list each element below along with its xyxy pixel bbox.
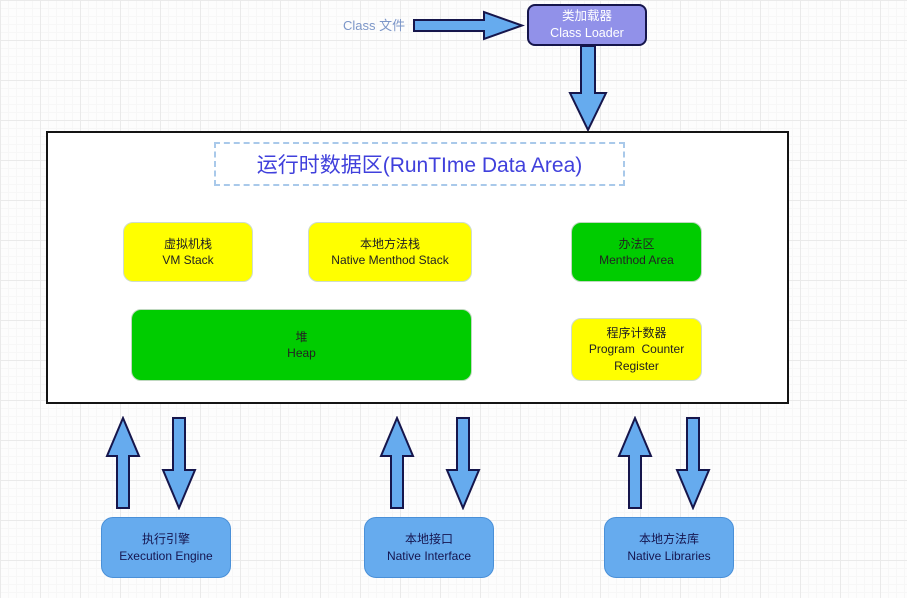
runtime-data-area-title: 运行时数据区(RunTIme Data Area) <box>214 142 625 186</box>
class-loader-label-zh: 类加载器 <box>561 9 612 24</box>
native-method-stack-label-zh: 本地方法栈 <box>359 236 420 251</box>
vm-stack-label-zh: 虚拟机栈 <box>163 236 212 251</box>
vm-stack-node: 虚拟机栈 VM Stack <box>123 222 253 282</box>
arrow-down-icon <box>445 417 481 510</box>
arrow-up-icon <box>379 416 415 509</box>
vm-stack-label-en: VM Stack <box>162 253 214 267</box>
method-area-node: 办法区 Menthod Area <box>571 222 702 282</box>
class-file-label: Class 文件 <box>343 18 406 33</box>
arrow-down-icon <box>568 46 608 132</box>
native-libraries-label-zh: 本地方法库 <box>638 532 699 547</box>
execution-engine-node: 执行引擎 Execution Engine <box>101 517 231 578</box>
native-libraries-node: 本地方法库 Native Libraries <box>604 517 734 578</box>
arrow-right-icon <box>413 10 525 41</box>
pc-register-label-en: Program Counter Register <box>588 342 688 373</box>
native-libraries-label-en: Native Libraries <box>627 548 711 563</box>
arrow-up-icon <box>617 416 653 509</box>
native-method-stack-label-en: Native Menthod Stack <box>331 253 449 267</box>
heap-label-zh: 堆 <box>295 329 308 344</box>
pc-register-node: 程序计数器 Program Counter Register <box>571 318 702 381</box>
execution-engine-label-zh: 执行引擎 <box>141 532 190 547</box>
arrow-up-icon <box>105 416 141 509</box>
class-loader-node: 类加载器 Class Loader <box>527 4 647 46</box>
execution-engine-label-en: Execution Engine <box>119 548 213 563</box>
class-loader-label-en: Class Loader <box>550 26 624 40</box>
heap-label-en: Heap <box>287 346 316 360</box>
native-interface-label-en: Native Interface <box>386 548 472 563</box>
native-interface-label-zh: 本地接口 <box>404 532 453 547</box>
pc-register-label-zh: 程序计数器 <box>606 326 667 341</box>
runtime-data-area-title-text: 运行时数据区(RunTIme Data Area) <box>256 154 583 177</box>
native-method-stack-node: 本地方法栈 Native Menthod Stack <box>308 222 472 282</box>
method-area-label-en: Menthod Area <box>599 253 674 267</box>
native-interface-node: 本地接口 Native Interface <box>364 517 494 578</box>
arrow-down-icon <box>161 417 197 510</box>
method-area-label-zh: 办法区 <box>618 236 655 251</box>
arrow-down-icon <box>675 417 711 510</box>
heap-node: 堆 Heap <box>131 309 472 381</box>
